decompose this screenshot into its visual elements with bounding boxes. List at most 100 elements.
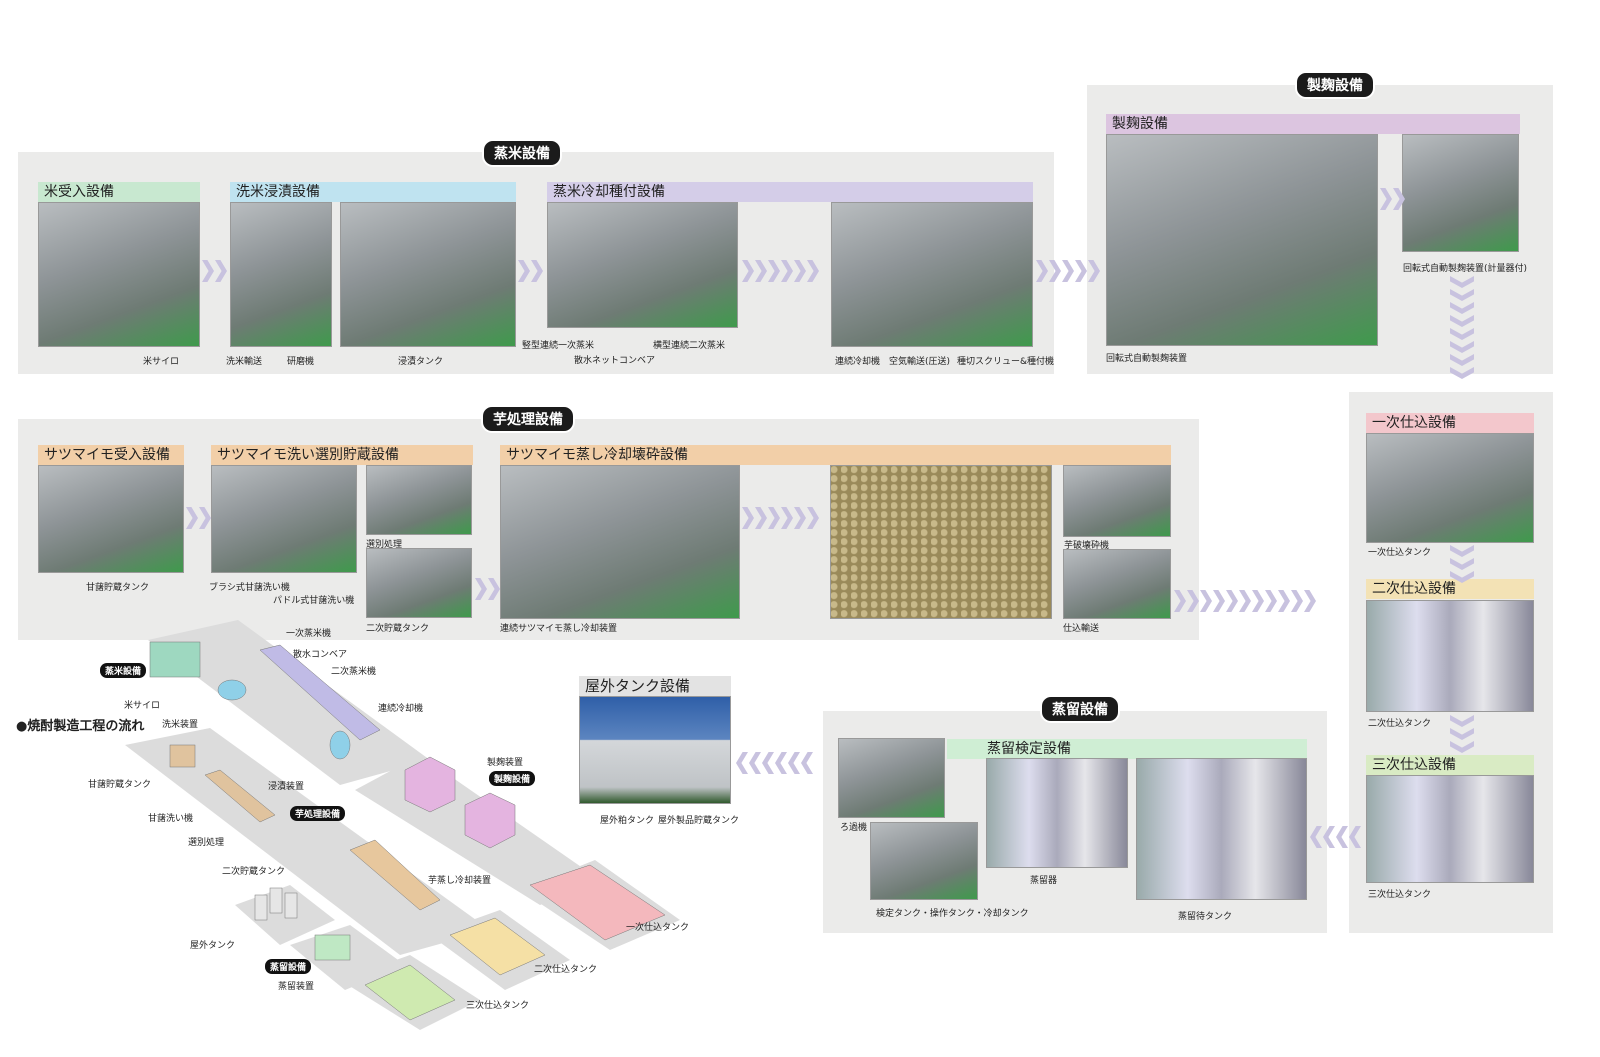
label: 二次仕込タンク — [1368, 719, 1432, 729]
photo-third-mash — [1366, 775, 1534, 883]
chevron-icon — [736, 752, 748, 774]
section-imo-steam: サツマイモ蒸し冷却壊砕設備 — [500, 445, 1171, 465]
chevron-icon — [781, 507, 793, 529]
chevron-icon — [1304, 590, 1316, 612]
label: 蒸留待タンク — [1178, 912, 1233, 922]
label: 散水ネットコンベア — [574, 356, 656, 366]
diagram-label: 甘藷貯蔵タンク — [88, 780, 152, 790]
chevron-icon — [1291, 590, 1303, 612]
chevron-icon — [202, 260, 214, 282]
chevron-icon — [807, 260, 819, 282]
second-mash-shape — [449, 917, 546, 976]
label: 浸漬タンク — [398, 357, 444, 367]
chevron-icon — [1062, 260, 1074, 282]
photo-first-mash — [1366, 433, 1534, 543]
chevron-icon — [531, 260, 543, 282]
imo-storage-shape — [169, 744, 196, 768]
chevron-icon — [1450, 571, 1474, 583]
chevron-arrow — [736, 752, 813, 774]
section-rice-wash: 洗米浸漬設備 — [230, 182, 516, 202]
diagram-badge: 製麹設備 — [489, 771, 536, 786]
photo-rice-wash — [230, 202, 332, 347]
chevron-icon — [1226, 590, 1238, 612]
photo-rice-silo — [38, 202, 200, 347]
section-distill: 蒸留検定設備 — [947, 739, 1307, 759]
chevron-icon — [1450, 715, 1474, 727]
chevron-icon — [1252, 590, 1264, 612]
photo-imo-storage — [38, 465, 184, 573]
diagram-label: 芋蒸し冷却装置 — [428, 876, 492, 886]
diagram-label: 甘藷洗い機 — [148, 814, 194, 824]
diagram-label: 二次仕込タンク — [534, 965, 598, 975]
photo-sorting — [366, 465, 472, 535]
section-koji: 製麹設備 — [1106, 114, 1520, 134]
chevron-icon — [1450, 354, 1474, 366]
chevron-icon — [518, 260, 530, 282]
chevron-icon — [1450, 728, 1474, 740]
distill-badge: 蒸留設備 — [1040, 695, 1120, 723]
chevron-icon — [749, 752, 761, 774]
section-imo-wash: サツマイモ洗い選別貯蔵設備 — [211, 445, 473, 465]
photo-soak-tank — [340, 202, 516, 347]
soak-tank-shape — [329, 730, 351, 760]
chevron-icon — [1450, 341, 1474, 353]
diagram-badge: 蒸留設備 — [265, 959, 312, 974]
platform-steam-rice — [148, 620, 430, 785]
chevron-icon — [781, 260, 793, 282]
chevron-icon — [1265, 590, 1277, 612]
diagram-label: 洗米装置 — [162, 720, 199, 730]
photo-second-storage — [366, 548, 472, 618]
photo-transfer — [1063, 549, 1171, 619]
label: ろ過機 — [840, 823, 868, 833]
chevron-arrow — [186, 507, 211, 529]
section-rice-receive: 米受入設備 — [38, 182, 200, 202]
label: ブラシ式甘藷洗い機 — [209, 583, 290, 593]
chevron-arrow — [202, 260, 227, 282]
chevron-icon — [794, 507, 806, 529]
chevron-icon — [755, 260, 767, 282]
chevron-arrow — [1174, 590, 1316, 612]
section-outdoor: 屋外タンク設備 — [579, 676, 731, 696]
chevron-icon — [1200, 590, 1212, 612]
chevron-icon — [794, 260, 806, 282]
label: 空気輸送(圧送) — [889, 357, 951, 367]
diagram-label: 製麹装置 — [487, 758, 524, 768]
chevron-icon — [807, 507, 819, 529]
label: 選別処理 — [366, 540, 403, 550]
chevron-icon — [768, 260, 780, 282]
section-steam-cool: 蒸米冷却種付設備 — [547, 182, 1033, 202]
section-first-mash: 一次仕込設備 — [1366, 413, 1534, 433]
imo-washer-shape — [204, 769, 276, 823]
chevron-icon — [1349, 826, 1361, 848]
label: 一次仕込タンク — [1368, 548, 1432, 558]
chevron-icon — [775, 752, 787, 774]
diagram-label: 二次蒸米機 — [331, 667, 377, 677]
chevron-icon — [215, 260, 227, 282]
label: 竪型連続一次蒸米 — [522, 341, 595, 351]
section-third-mash: 三次仕込設備 — [1366, 755, 1534, 775]
diagram-label: 浸漬装置 — [268, 782, 305, 792]
label: 米サイロ — [143, 357, 180, 367]
chevron-icon — [801, 752, 813, 774]
diagram-label: 三次仕込タンク — [466, 1001, 530, 1011]
label: 連続サツマイモ蒸し冷却装置 — [500, 624, 618, 634]
koji-badge: 製麹設備 — [1295, 71, 1375, 99]
photo-potato-conveyor — [830, 465, 1052, 619]
steam-rice-badge: 蒸米設備 — [482, 139, 562, 167]
chevron-arrow — [1450, 545, 1474, 583]
chevron-icon — [1323, 826, 1335, 848]
chevron-icon — [1187, 590, 1199, 612]
chevron-icon — [1239, 590, 1251, 612]
process-flow-diagram — [125, 620, 680, 1030]
section-second-mash: 二次仕込設備 — [1366, 579, 1534, 599]
chevron-icon — [1450, 289, 1474, 301]
chevron-icon — [1213, 590, 1225, 612]
chevron-icon — [199, 507, 211, 529]
chevron-icon — [1278, 590, 1290, 612]
label: 芋破壊砕機 — [1064, 541, 1110, 551]
chevron-icon — [1380, 188, 1392, 210]
label: 甘藷貯蔵タンク — [86, 583, 150, 593]
chevron-icon — [475, 578, 487, 600]
label: 検定タンク・操作タンク・冷却タンク — [876, 909, 1029, 919]
label: 三次仕込タンク — [1368, 890, 1432, 900]
